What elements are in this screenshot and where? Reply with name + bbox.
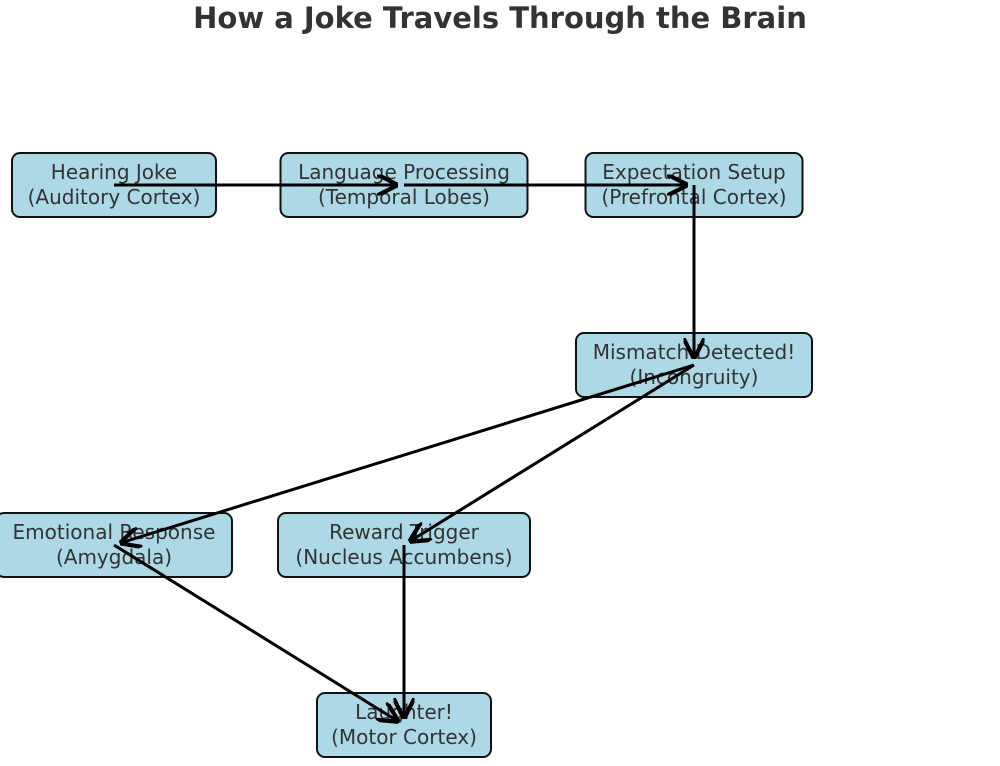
- node-label-title: Reward Trigger: [329, 520, 480, 544]
- edge-mismatch-to-reward: [411, 363, 695, 541]
- node-label-region: (Motor Cortex): [331, 725, 477, 749]
- node-label-region: (Incongruity): [630, 365, 759, 389]
- node-label-region: (Auditory Cortex): [28, 185, 201, 209]
- node-label-region: (Temporal Lobes): [318, 185, 490, 209]
- edge-emotional-to-laughter: [113, 543, 397, 721]
- edge-mismatch-to-emotional: [122, 363, 695, 543]
- node-label-title: Expectation Setup: [602, 160, 785, 184]
- node-label-title: Language Processing: [298, 160, 510, 184]
- diagram-title: How a Joke Travels Through the Brain: [193, 1, 807, 35]
- node-label-title: Hearing Joke: [51, 160, 177, 184]
- node-label-region: (Amygdala): [56, 545, 172, 569]
